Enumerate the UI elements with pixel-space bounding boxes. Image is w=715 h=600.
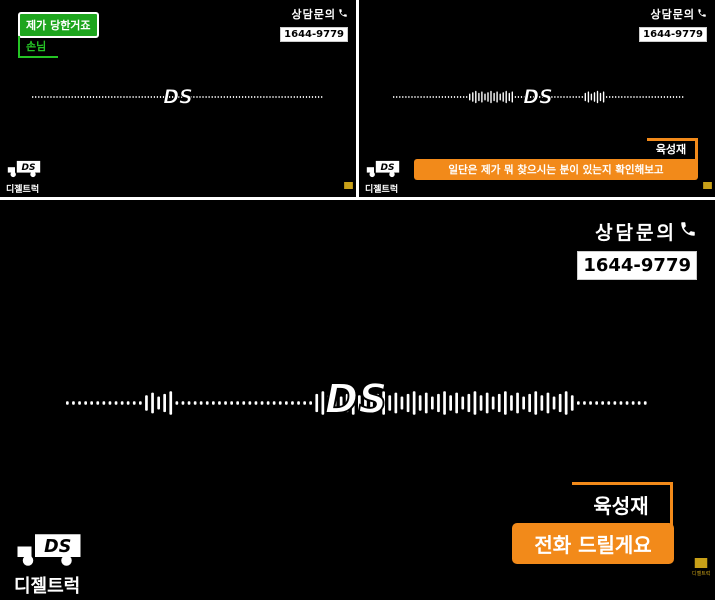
video-frame-1: 제가 당한거죠 손님 상담문의 1644-9779 DS DS 디젤트럭 (0, 0, 356, 197)
speaker-frame (647, 138, 698, 163)
corner-logo (703, 174, 712, 193)
ds-logo-text: DS (163, 86, 193, 108)
audio-waveform (32, 90, 324, 104)
truck-label: 디젤트럭 (6, 185, 40, 195)
video-frame-2: 상담문의 1644-9779 DS 육성재 일단은 제가 뭐 찾으시는 분이 있… (359, 0, 715, 197)
subtitle: 전화 드릴게요 (512, 523, 674, 564)
ds-logo-text: DS (325, 376, 388, 422)
ds-logo: DS (318, 374, 394, 426)
speaker-label: 제가 당한거죠 (18, 12, 99, 38)
truck-label: 디젤트럭 (14, 576, 81, 597)
speaker-frame-left (18, 36, 20, 58)
truck-icon: DS (365, 160, 401, 182)
consult-box: 상담문의 1644-9779 (280, 6, 348, 42)
speaker-label: 육성재 (655, 143, 687, 156)
video-frame-3: 상담문의 1644-9779 DS 육성재 전화 드릴게요 DS 디젤트럭 디젤… (0, 200, 715, 600)
consult-title: 상담문의 (291, 8, 336, 21)
phone-icon (338, 8, 348, 21)
consult-box: 상담문의 1644-9779 (639, 6, 707, 42)
truck-logo: DS 디젤트럭 (365, 160, 401, 195)
corner-logo: 디젤트럭 (692, 558, 710, 577)
truck-icon: DS (14, 534, 84, 572)
truck-label: 디젤트럭 (365, 185, 399, 195)
speaker-frame-bottom (18, 56, 58, 58)
truck-logo-mark: DS (22, 163, 36, 173)
ds-logo: DS (160, 85, 196, 112)
phone-icon (679, 220, 697, 243)
consult-title: 상담문의 (650, 8, 695, 21)
speaker-frame (572, 482, 673, 527)
ds-logo: DS (520, 85, 556, 112)
truck-icon: DS (6, 160, 42, 182)
consult-phone: 1644-9779 (280, 27, 348, 42)
truck-logo-mark: DS (381, 163, 395, 173)
audio-waveform (66, 390, 650, 416)
truck-logo: DS 디젤트럭 (6, 160, 42, 195)
phone-icon (697, 8, 707, 21)
speaker-sub-label: 손님 (26, 40, 47, 53)
subtitle: 일단은 제가 뭐 찾으시는 분이 있는지 확인해보고 (414, 159, 698, 180)
ds-logo-text: DS (523, 86, 553, 108)
consult-box: 상담문의 1644-9779 (577, 218, 697, 280)
consult-phone: 1644-9779 (639, 27, 707, 42)
consult-title: 상담문의 (595, 222, 677, 244)
audio-waveform (393, 90, 685, 104)
corner-logo (344, 174, 353, 193)
corner-label: 디젤트럭 (692, 571, 711, 577)
speaker-label: 육성재 (593, 494, 649, 518)
truck-logo: DS 디젤트럭 (14, 532, 84, 598)
truck-logo-mark: DS (44, 537, 71, 557)
consult-phone: 1644-9779 (577, 251, 697, 280)
